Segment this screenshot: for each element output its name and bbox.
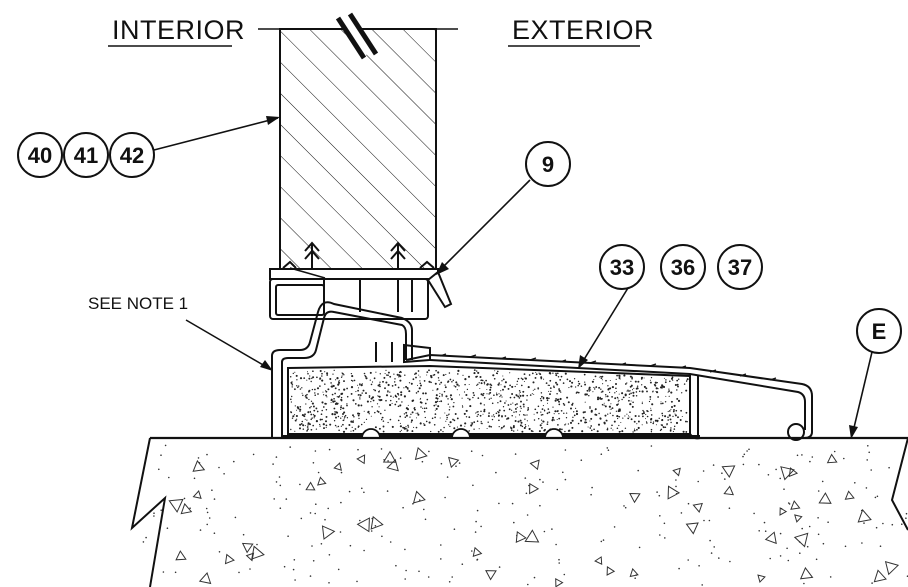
callout-36: 36 (671, 255, 695, 280)
callout-37: 37 (728, 255, 752, 280)
fastener-symbols (282, 241, 435, 270)
concrete-slab (130, 436, 908, 587)
callout-group-left: 40 41 42 (17, 116, 280, 178)
see-note-annotation: SEE NOTE 1 (88, 294, 273, 371)
callout-9: 9 (436, 141, 571, 275)
door-bottom-sweep (269, 267, 453, 320)
threshold-extrusion (271, 301, 813, 441)
callout-9-text: 9 (542, 152, 554, 177)
see-note-label: SEE NOTE 1 (88, 294, 188, 313)
callout-33: 33 (610, 255, 634, 280)
callout-42: 42 (120, 143, 144, 168)
door-slab (258, 12, 458, 270)
setting-beads (361, 428, 564, 439)
exterior-label: EXTERIOR (512, 15, 654, 45)
callout-e: E (849, 308, 902, 439)
callout-e-text: E (872, 319, 887, 344)
interior-label: INTERIOR (112, 15, 245, 45)
callout-41: 41 (74, 143, 98, 168)
foam-core (287, 364, 691, 435)
callout-group-right: 33 36 37 (578, 244, 763, 369)
callout-40: 40 (28, 143, 52, 168)
